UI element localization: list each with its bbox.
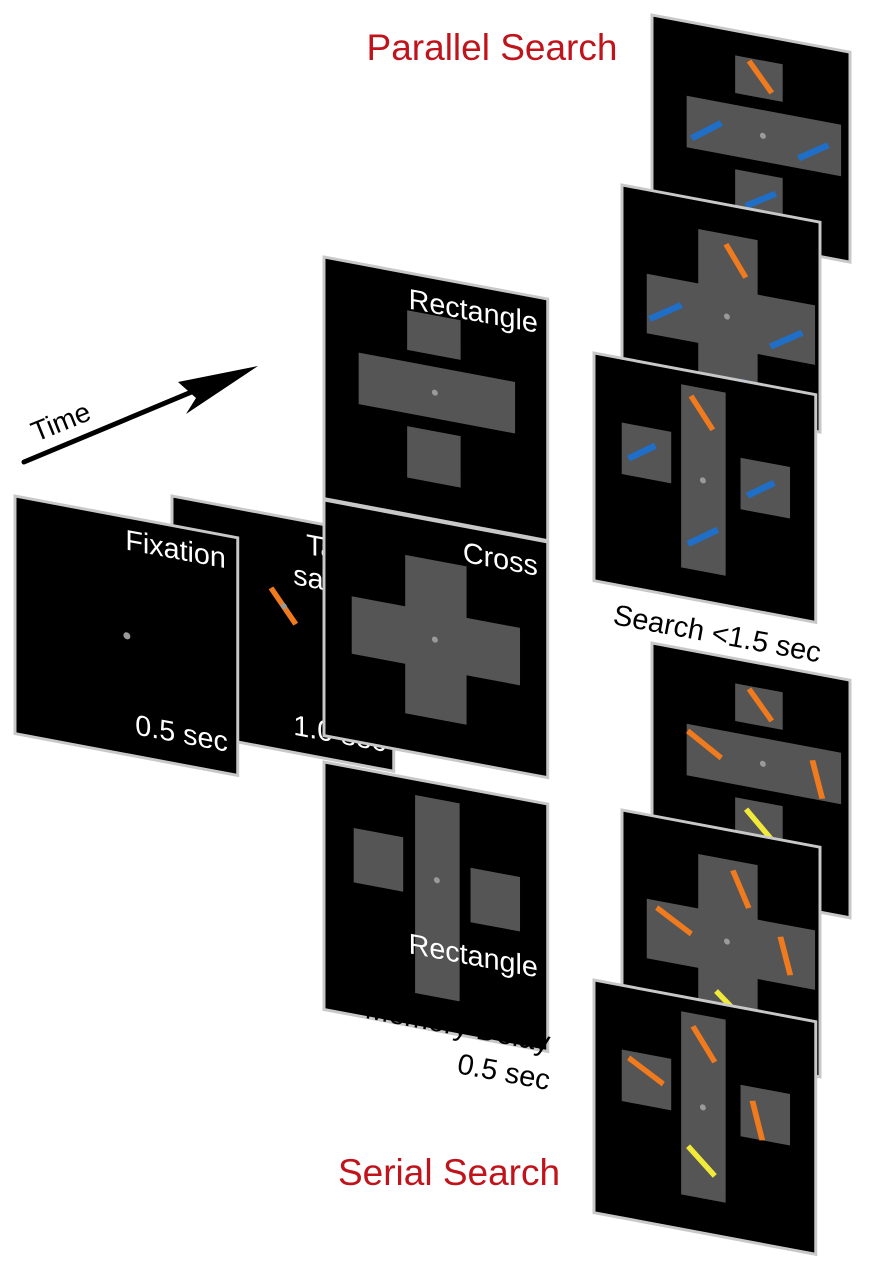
time-label: Time bbox=[27, 396, 95, 448]
blue-distractor-bar bbox=[745, 480, 776, 499]
orange-distractor-bar bbox=[809, 760, 826, 799]
orange-distractor-bar bbox=[655, 905, 693, 937]
orange-distractor-bar bbox=[749, 1100, 766, 1141]
serial-search-title: Serial Search bbox=[338, 1152, 560, 1193]
time-arrow bbox=[21, 366, 258, 465]
target-bar bbox=[730, 869, 752, 909]
arrowhead-icon bbox=[178, 366, 258, 414]
fixation-panel: Fixation 0.5 sec bbox=[13, 494, 240, 778]
blue-distractor-bar bbox=[768, 329, 804, 350]
delay-panel-rectangle-top: Rectangle bbox=[322, 255, 550, 543]
parallel-search-screen-3 bbox=[592, 351, 818, 625]
delay-panel-rectangle-bottom: Rectangle bbox=[322, 760, 550, 1054]
target-bar bbox=[690, 1025, 718, 1064]
parallel-search-title: Parallel Search bbox=[367, 27, 618, 68]
target-bar bbox=[723, 242, 749, 279]
target-bar bbox=[746, 687, 775, 723]
blue-distractor-bar bbox=[686, 526, 720, 547]
blue-distractor-bar bbox=[627, 442, 658, 462]
target-bar bbox=[688, 394, 716, 432]
orange-distractor-bar bbox=[777, 936, 794, 976]
orange-distractor-bar bbox=[686, 728, 723, 761]
orange-distractor-bar bbox=[627, 1055, 665, 1087]
delay-panel-cross: Cross bbox=[322, 498, 550, 780]
yellow-distractor-bar bbox=[743, 807, 773, 841]
blue-distractor-bar bbox=[744, 190, 778, 209]
blue-distractor-bar bbox=[689, 120, 724, 142]
yellow-distractor-bar bbox=[686, 1144, 717, 1178]
serial-search-screen-3 bbox=[592, 978, 818, 1257]
blue-distractor-bar bbox=[796, 142, 830, 162]
target-bar bbox=[746, 59, 775, 95]
blue-distractor-bar bbox=[648, 302, 683, 322]
